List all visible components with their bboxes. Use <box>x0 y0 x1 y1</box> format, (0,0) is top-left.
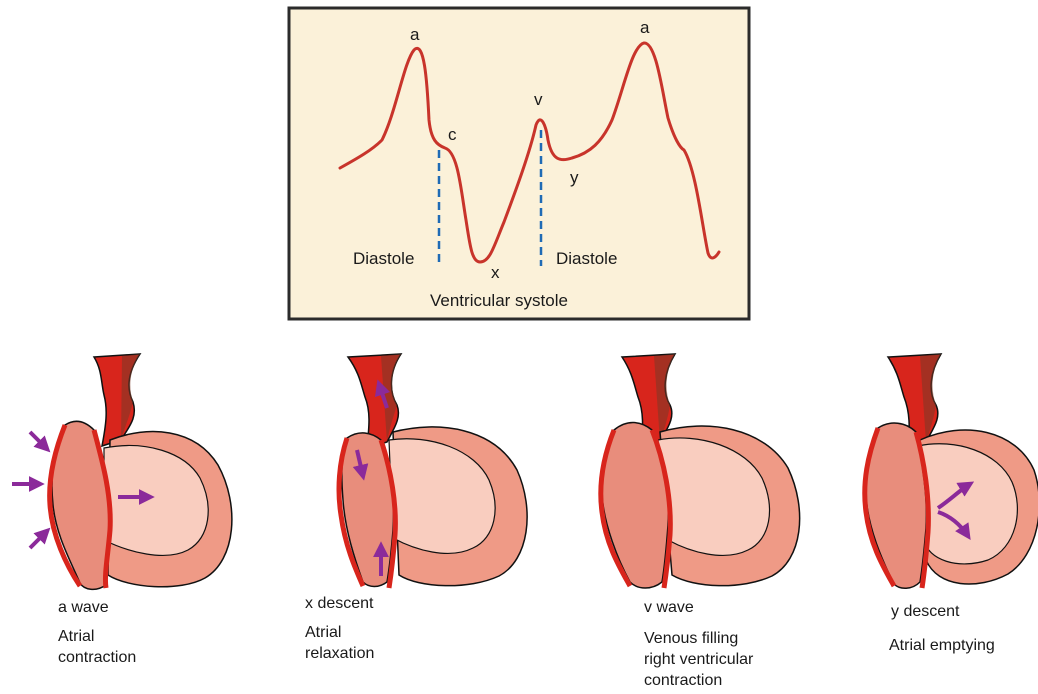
svc-vessel-shade <box>121 354 140 440</box>
heart-v-wave <box>601 354 800 588</box>
caption-x-descent-desc: Atrial relaxation <box>305 622 374 664</box>
caption-y-descent-title: y descent <box>891 601 959 622</box>
caption-v-wave-desc: Venous filling right ventricular contrac… <box>644 628 753 691</box>
heart-x-descent <box>339 354 527 588</box>
caption-x-descent-title: x descent <box>305 593 373 614</box>
right-atrium <box>866 423 927 588</box>
caption-a-wave-desc: Atrial contraction <box>58 626 136 668</box>
contraction-arrow-icon <box>30 432 47 449</box>
heart-a-wave <box>12 354 232 589</box>
caption-v-wave-title: v wave <box>644 597 694 618</box>
heart-y-descent <box>865 354 1038 588</box>
contraction-arrow-icon <box>30 531 47 548</box>
caption-a-wave-title: a wave <box>58 597 109 618</box>
caption-y-descent-desc: Atrial emptying <box>889 635 995 656</box>
